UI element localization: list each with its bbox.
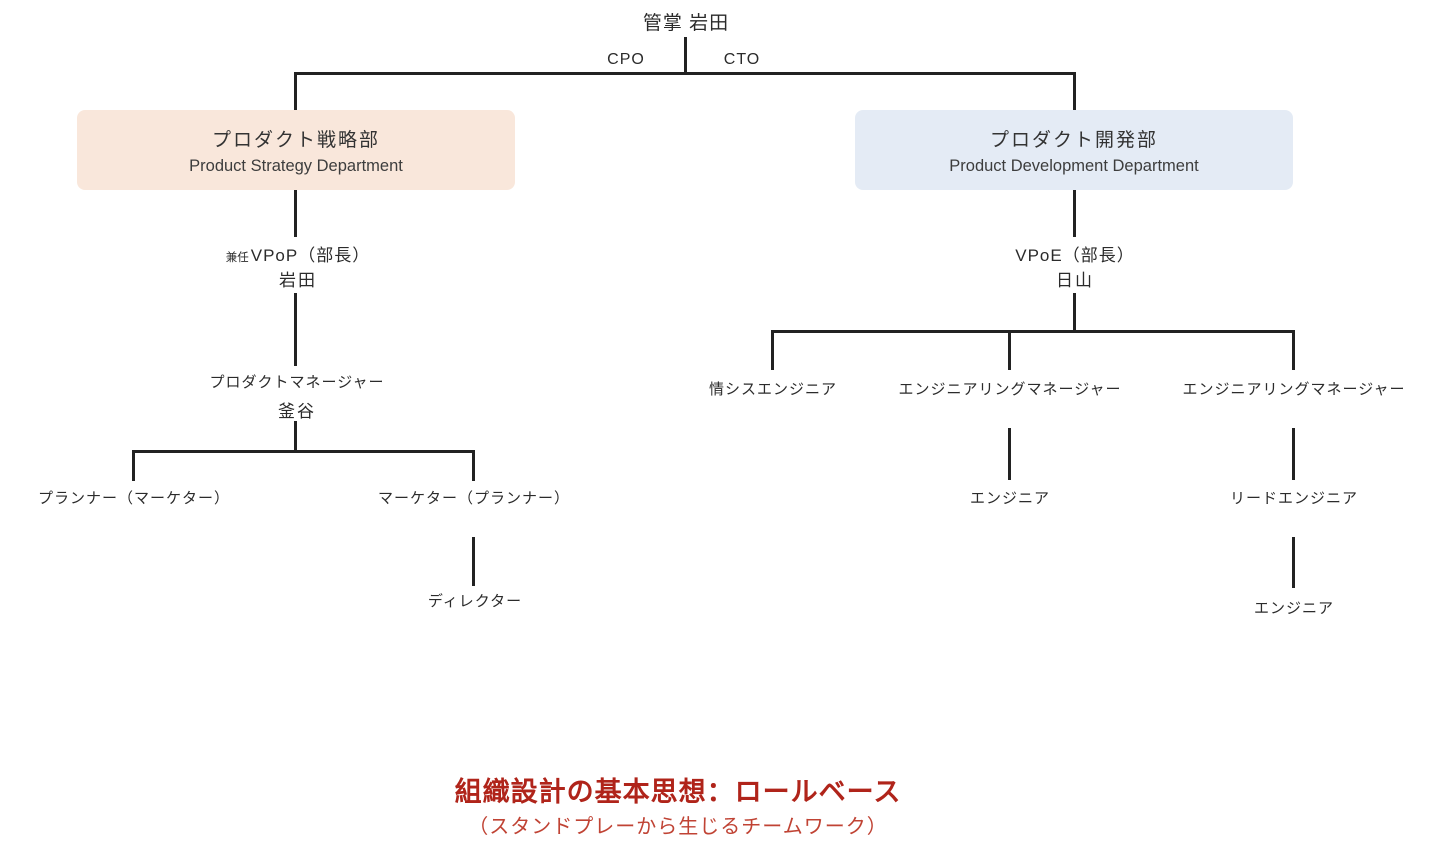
lead-engineer-node: リードエンジニア (1229, 490, 1359, 507)
vpop-node-name: 岩田 (279, 271, 317, 290)
strategy-department-title-en: Product Strategy Department (189, 156, 403, 175)
connector-vpoe-drop (1073, 293, 1076, 332)
development-department-title-en: Product Development Department (949, 156, 1199, 175)
product-manager-title: プロダクトマネージャー (209, 374, 385, 391)
vpop-prefix: 兼任 (225, 252, 249, 264)
vpop-title-text: VPoP（部長） (250, 246, 371, 265)
connector-planner-stub (132, 450, 135, 481)
engineer-1-node: エンジニア (969, 490, 1051, 507)
connector-vpop-to-pm (294, 293, 297, 366)
product-manager-name: 釜谷 (278, 402, 316, 421)
vpoe-node-title: VPoE（部長） (1015, 246, 1135, 265)
connector-pm-horizontal (132, 450, 475, 453)
vpoe-node-name: 日山 (1056, 271, 1094, 290)
planner-node: プランナー（マーケター） (37, 490, 231, 507)
connector-pm-drop (294, 421, 297, 452)
connector-infosys-stub (771, 330, 774, 370)
cto-branch-label: CTO (723, 51, 761, 68)
caption-title: 組織設計の基本思想：ロールベース (454, 777, 902, 807)
connector-root-vertical (684, 37, 687, 73)
director-node: ディレクター (427, 593, 523, 610)
connector-box-to-vpoe (1073, 190, 1076, 237)
cpo-branch-label: CPO (607, 51, 645, 68)
strategy-department-title-ja: プロダクト戦略部 (211, 129, 380, 151)
strategy-department-box: プロダクト戦略部 Product Strategy Department (77, 110, 515, 190)
connector-em1-stub (1008, 330, 1011, 370)
marketer-node: マーケター（プランナー） (377, 490, 571, 507)
engineer-2-node: エンジニア (1253, 600, 1335, 617)
engineering-manager-1-node: エンジニアリングマネージャー (898, 381, 1122, 398)
engineering-manager-2-node: エンジニアリングマネージャー (1182, 381, 1406, 398)
connector-marketer-stub (472, 450, 475, 481)
connector-top-horizontal (294, 72, 1076, 75)
connector-marketer-to-director (472, 537, 475, 586)
development-department-box: プロダクト開発部 Product Development Department (855, 110, 1293, 190)
supervisor-node: 管掌 岩田 (642, 13, 730, 34)
connector-vpoe-horizontal (771, 330, 1295, 333)
caption-subtitle: （スタンドプレーから生じるチームワーク） (468, 816, 888, 838)
connector-em1-to-engineer (1008, 428, 1011, 480)
connector-lead-to-engineer (1292, 537, 1295, 588)
connector-strategy-drop (294, 72, 297, 110)
connector-em2-to-lead (1292, 428, 1295, 480)
connector-em2-stub (1292, 330, 1295, 370)
infosys-engineer-node: 情シスエンジニア (708, 381, 838, 398)
development-department-title-ja: プロダクト開発部 (989, 129, 1158, 151)
connector-development-drop (1073, 72, 1076, 110)
connector-box-to-vpop (294, 190, 297, 237)
